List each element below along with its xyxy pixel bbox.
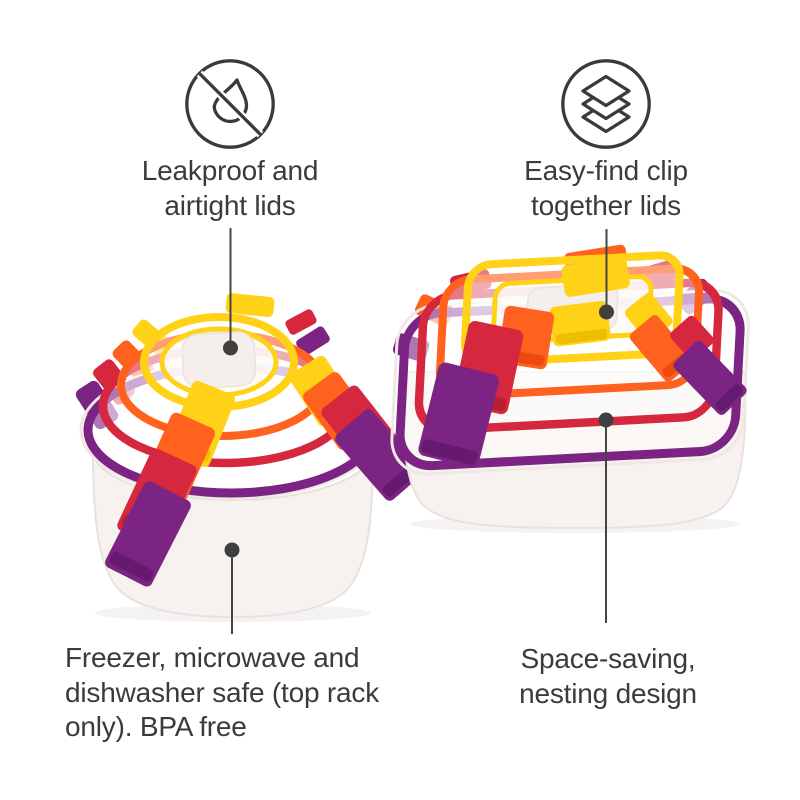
clip-red-back-right [285, 309, 317, 335]
stacked-lids-icon [561, 59, 651, 149]
no-leak-drop-icon [185, 59, 275, 149]
clip-purple-right [673, 340, 747, 415]
rect-nesting-set [390, 244, 750, 530]
feature-label-leakproof: Leakproof and airtight lids [80, 153, 380, 223]
feature-label-line: dishwasher safe (top rack [65, 676, 380, 708]
clip-yellow-back-big [561, 256, 630, 297]
feature-label-line: Freezer, microwave and [65, 642, 360, 673]
round-nesting-set [75, 293, 423, 619]
feature-label-line: Leakproof and [141, 155, 319, 186]
clip-purple-back-right [296, 326, 330, 356]
icon-circle [185, 59, 275, 149]
feature-label-line: only). BPA free [65, 711, 247, 742]
callout-dot-easy-find [599, 304, 614, 320]
icon-circle [561, 59, 651, 149]
callout-dot-leakproof [223, 340, 238, 356]
feature-label-line: nesting design [519, 678, 697, 709]
callouts [223, 228, 614, 634]
round-lid-center-bump [181, 331, 257, 389]
layer-top [581, 74, 631, 108]
feature-label-line: Easy-find clip [524, 155, 688, 186]
clip-purple-front-left [105, 481, 191, 587]
feature-label-space-saving: Space-saving, nesting design [458, 641, 758, 711]
feature-label-easy-find: Easy-find clip together lids [456, 153, 756, 223]
clip-yellow-front [549, 300, 611, 347]
slash-line [198, 72, 262, 136]
clip-purple-front-left-big [418, 362, 499, 468]
feature-label-line: airtight lids [164, 190, 296, 221]
feature-label-freezer-safe: Freezer, microwave and dishwasher safe (… [65, 641, 445, 745]
feature-label-line: Space-saving, [520, 643, 696, 674]
clip-yellow-back-top [225, 293, 275, 317]
feature-label-line: together lids [531, 190, 681, 221]
